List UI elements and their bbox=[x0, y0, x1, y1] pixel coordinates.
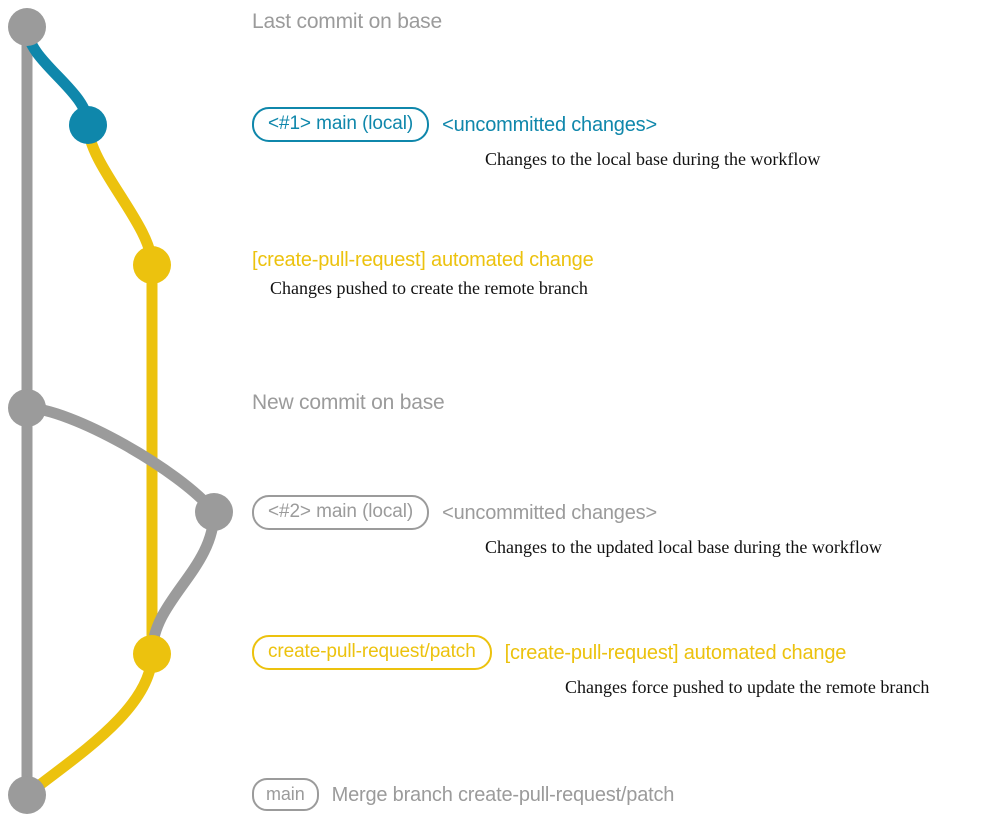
annotation-headline: <#1> main (local) <uncommitted changes> bbox=[252, 107, 657, 142]
commit-node-merge bbox=[8, 776, 46, 814]
ref-badge-main-local-1[interactable]: <#1> main (local) bbox=[252, 107, 430, 142]
commit-subject: [create-pull-request] automated change bbox=[252, 249, 594, 271]
annotation-headline: main Merge branch create-pull-request/pa… bbox=[252, 778, 674, 811]
ref-badge-main[interactable]: main bbox=[252, 778, 319, 811]
commit-description: Changes force pushed to update the remot… bbox=[565, 677, 930, 697]
edge-remote2-to-merge bbox=[21, 648, 158, 801]
commit-node-remote-2 bbox=[133, 635, 171, 673]
annotation-headline: create-pull-request/patch [create-pull-r… bbox=[252, 635, 846, 670]
commit-subject: <uncommitted changes> bbox=[442, 113, 657, 136]
commit-subject: <uncommitted changes> bbox=[442, 501, 657, 524]
commit-node-base-2 bbox=[8, 389, 46, 427]
commit-annotation-new-commit-on-base: New commit on base bbox=[252, 391, 445, 415]
commit-description: Changes pushed to create the remote bran… bbox=[270, 278, 588, 298]
graph-edges bbox=[21, 21, 220, 801]
commit-annotation-last-commit-on-base: Last commit on base bbox=[252, 10, 442, 34]
commit-description: Changes to the local base during the wor… bbox=[485, 149, 821, 169]
commit-node-local-1 bbox=[69, 106, 107, 144]
ref-badge-main-local-2[interactable]: <#2> main (local) bbox=[252, 495, 430, 530]
annotation-headline: New commit on base bbox=[252, 391, 445, 415]
commit-annotation-local-uncommitted-2: <#2> main (local) <uncommitted changes> … bbox=[252, 495, 882, 557]
commit-annotation-local-uncommitted-1: <#1> main (local) <uncommitted changes> … bbox=[252, 107, 820, 169]
graph-nodes bbox=[8, 8, 233, 814]
commit-node-base-1 bbox=[8, 8, 46, 46]
commit-subject: [create-pull-request] automated change bbox=[504, 641, 847, 664]
commit-node-local-2 bbox=[195, 493, 233, 531]
annotation-headline: [create-pull-request] automated change bbox=[252, 249, 594, 271]
edge-local2-to-remote2 bbox=[146, 506, 220, 660]
commit-description: Changes to the updated local base during… bbox=[485, 537, 882, 557]
commit-node-remote-1 bbox=[133, 246, 171, 284]
commit-subject: New commit on base bbox=[252, 391, 445, 414]
edge-local1-to-remote1 bbox=[82, 119, 158, 271]
commit-subject: Last commit on base bbox=[252, 10, 442, 33]
commit-annotation-merge-commit: main Merge branch create-pull-request/pa… bbox=[252, 778, 674, 811]
annotation-headline: <#2> main (local) <uncommitted changes> bbox=[252, 495, 657, 530]
edge-base2-to-local2 bbox=[21, 402, 220, 518]
commit-annotation-automated-change-update: create-pull-request/patch [create-pull-r… bbox=[252, 635, 929, 697]
ref-badge-create-pull-request-patch[interactable]: create-pull-request/patch bbox=[252, 635, 492, 670]
git-commit-graph bbox=[8, 8, 233, 814]
commit-subject: Merge branch create-pull-request/patch bbox=[331, 783, 675, 806]
commit-annotation-automated-change-create: [create-pull-request] automated change C… bbox=[252, 249, 594, 298]
annotation-headline: Last commit on base bbox=[252, 10, 442, 34]
